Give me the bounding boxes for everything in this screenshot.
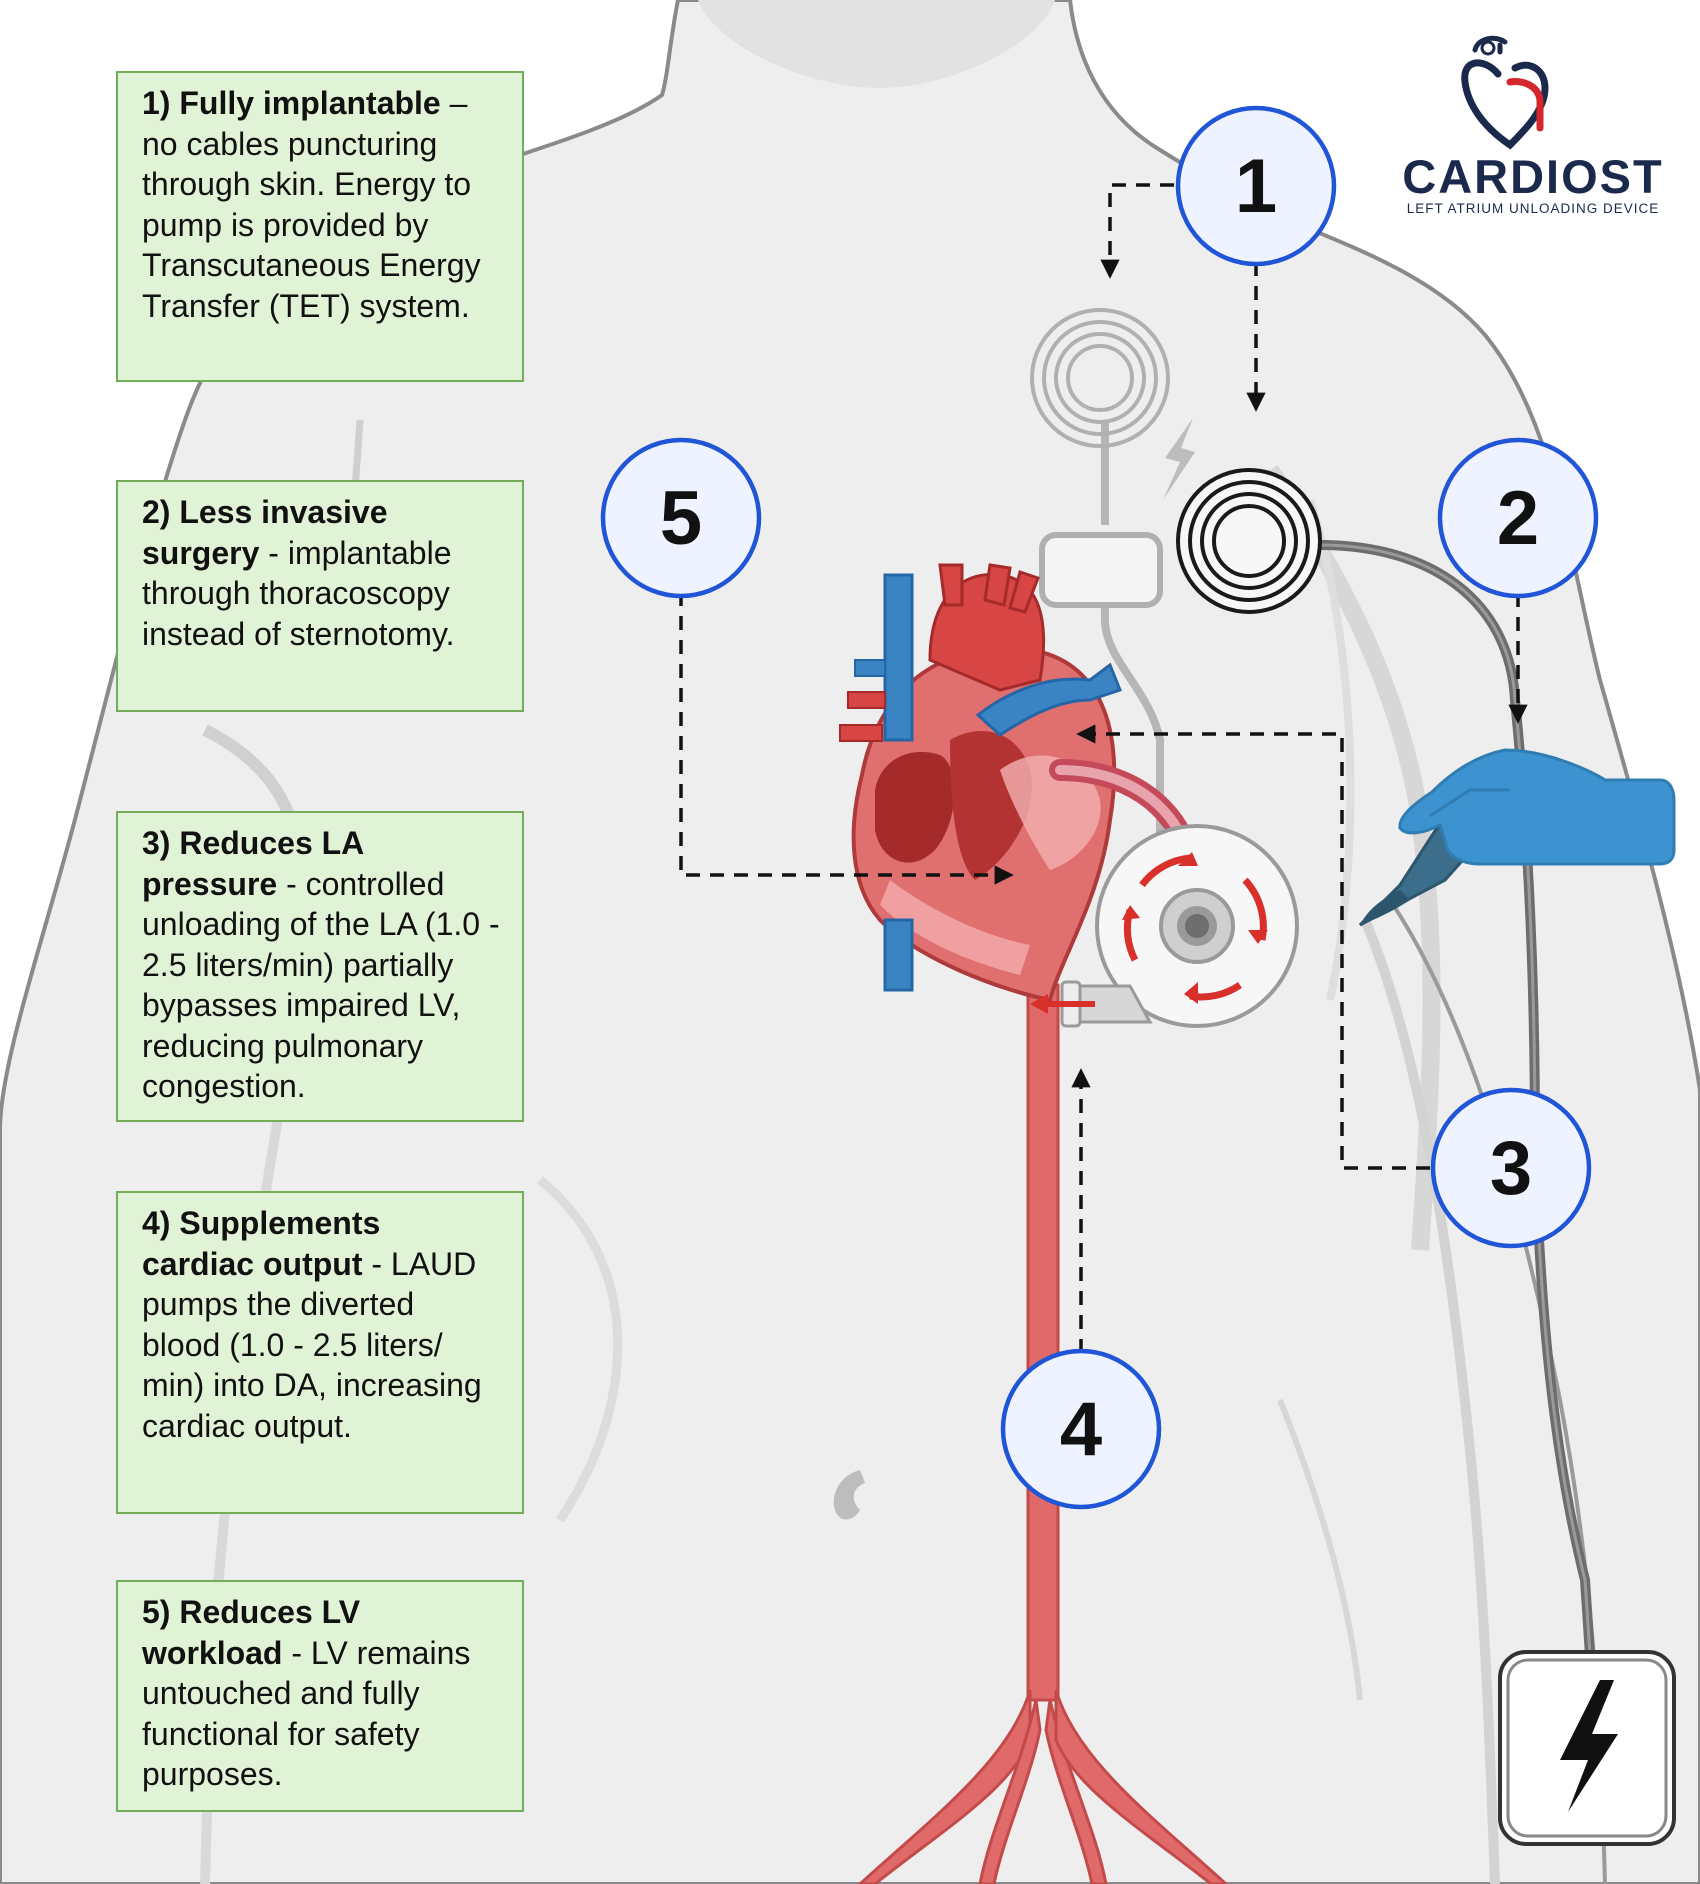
lightning-icon <box>1163 418 1195 500</box>
benefit-text: - LV remains untouched and fully functio… <box>142 1634 471 1793</box>
benefit-box-4: 4) Supplements cardiac output - LAUD pum… <box>116 1191 524 1514</box>
external-tet-coil-icon <box>1030 308 1170 608</box>
gloved-hand-scalpel-icon <box>1358 748 1676 927</box>
benefit-heading: 5) Reduces LV workload <box>142 1594 361 1671</box>
descending-aorta-icon <box>857 983 1229 1884</box>
benefit-text: - LAUD pumps the diverted blood (1.0 - 2… <box>142 1245 482 1444</box>
benefit-heading: 2) Less invasive surgery <box>142 494 388 571</box>
callout-circle-4: 4 <box>1000 1348 1162 1510</box>
benefit-heading: 4) Supplements cardiac output <box>142 1205 381 1282</box>
dashed-connectors <box>679 183 1528 1353</box>
callout-number: 3 <box>1490 1126 1532 1211</box>
benefit-text: – no cables puncturing through skin. Ene… <box>142 85 481 324</box>
benefit-box-1: 1) Fully implantable – no cables punctur… <box>116 71 524 382</box>
arrow-1-to-external-coil <box>1100 183 1174 279</box>
brand-name: CARDIOST <box>1402 150 1663 203</box>
tet-wiring <box>1101 420 1595 1656</box>
brand-tagline: LEFT ATRIUM UNLOADING DEVICE <box>1407 201 1660 216</box>
implanted-tet-coil-icon <box>1176 468 1322 614</box>
arrow-3-to-left-atrium <box>1076 724 1430 1170</box>
benefit-text: - controlled unloading of the LA (1.0 - … <box>142 865 500 1105</box>
callout-number: 4 <box>1060 1387 1102 1472</box>
benefit-box-5: 5) Reduces LV workload - LV remains unto… <box>116 1580 524 1812</box>
callout-number: 5 <box>660 476 702 561</box>
pump-icon <box>1030 824 1299 1028</box>
cardiost-heart-logo-icon <box>1461 35 1549 150</box>
benefit-heading: 3) Reduces LA pressure <box>142 825 364 902</box>
benefit-box-3: 3) Reduces LA pressure - controlled unlo… <box>116 811 524 1122</box>
callout-number: 2 <box>1497 476 1539 561</box>
callout-number: 1 <box>1235 144 1277 229</box>
battery-pack-icon <box>1498 1650 1676 1846</box>
benefit-box-2: 2) Less invasive surgery - implantable t… <box>116 480 524 712</box>
heart-anatomy-icon <box>839 563 1122 1003</box>
brand-logo: CARDIOST LEFT ATRIUM UNLOADING DEVICE <box>1402 35 1663 216</box>
benefit-heading: 1) Fully implantable <box>142 85 441 121</box>
callout-circle-2: 2 <box>1437 437 1599 599</box>
benefit-text: - implantable through thoracoscopy inste… <box>142 534 455 652</box>
callout-circle-3: 3 <box>1430 1087 1592 1249</box>
callout-circle-5: 5 <box>600 437 762 599</box>
callout-circle-1: 1 <box>1175 105 1337 267</box>
